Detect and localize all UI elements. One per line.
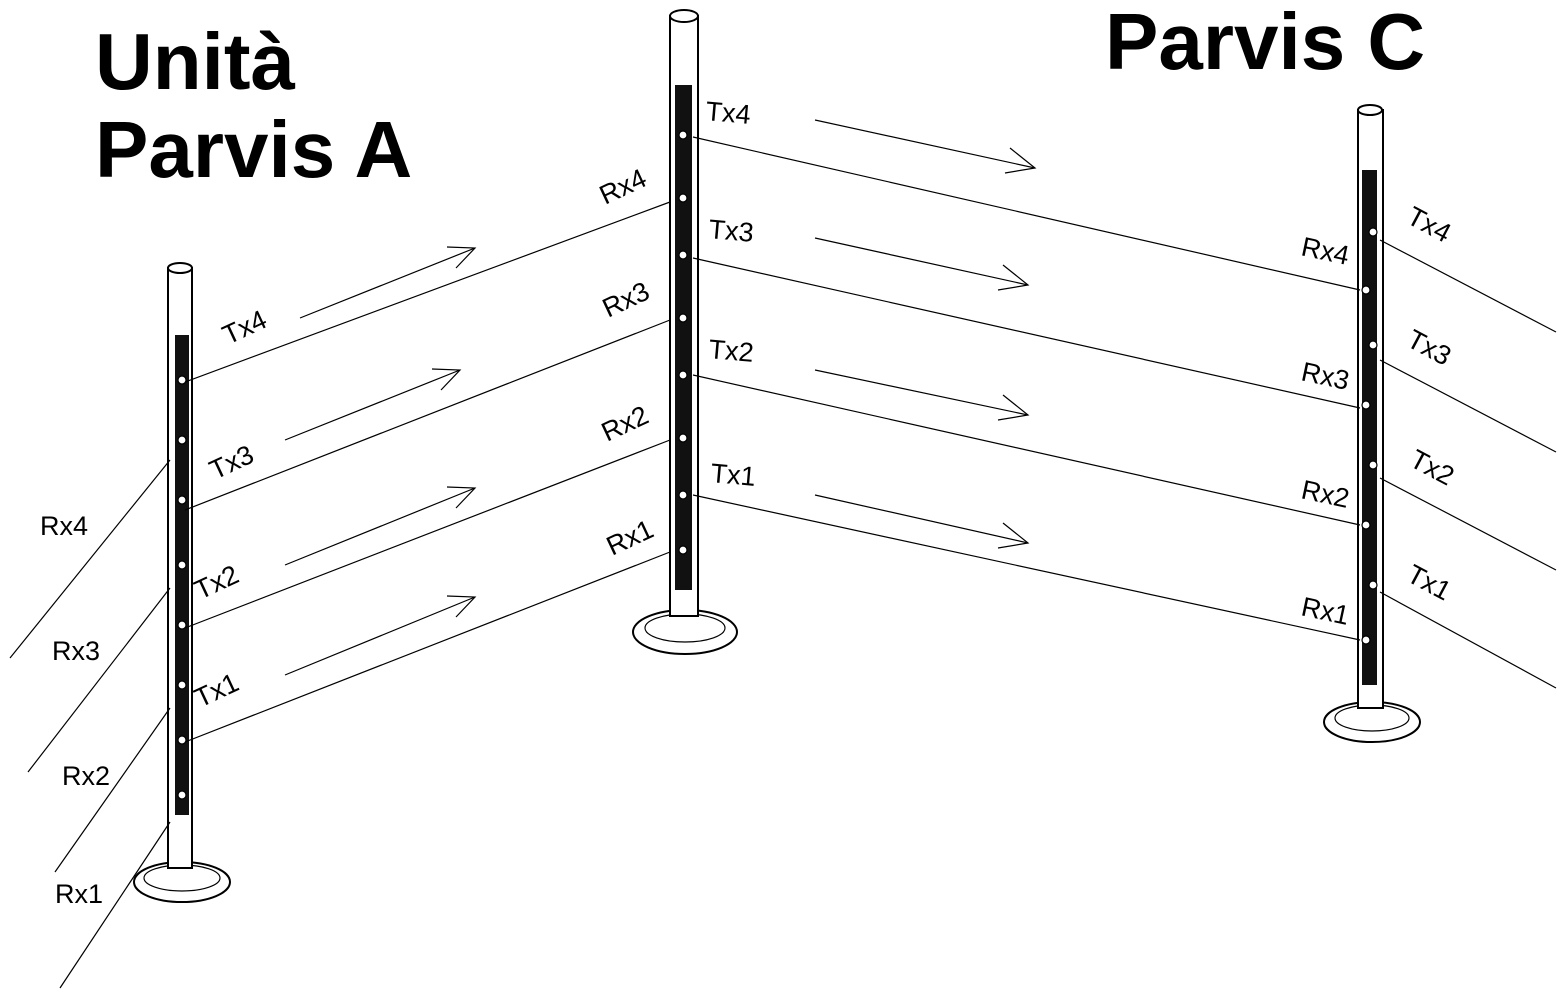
beam-in-a-rx3: [27, 587, 171, 773]
arrow-a-b-1: [299, 246, 477, 319]
arrow-b-c-2: [814, 237, 1030, 291]
post-c-cap: [1357, 104, 1383, 116]
arrows-b-to-c: [814, 119, 1037, 549]
label-b-rx3: Rx3: [598, 276, 654, 323]
label-c-rx4: Rx4: [1299, 232, 1352, 271]
beams-out-of-c: [1379, 239, 1557, 689]
arrow-b-c-4: [814, 494, 1030, 549]
label-c-tx3: Tx3: [1402, 324, 1456, 372]
post-a: [133, 262, 231, 903]
label-c-rx1: Rx1: [1299, 592, 1352, 631]
label-b-tx3: Tx3: [707, 214, 754, 248]
label-a-rx1: Rx1: [55, 879, 103, 909]
label-c-tx1: Tx1: [1402, 559, 1456, 607]
label-c-rx2: Rx2: [1299, 475, 1352, 514]
arrow-b-c-1: [814, 119, 1037, 174]
beam-a-tx3-b-rx3: [184, 319, 671, 511]
unit-a-title-line1: Unità: [95, 17, 295, 106]
beams-into-a: [9, 459, 171, 989]
beam-out-c-tx1: [1379, 591, 1557, 689]
label-a-rx3: Rx3: [52, 636, 100, 666]
beam-a-tx1-b-rx1: [184, 551, 671, 743]
label-b-rx2: Rx2: [597, 400, 653, 447]
unit-a-title-line2: Parvis A: [95, 105, 413, 194]
arrow-a-b-2: [284, 368, 462, 441]
post-a-modules: [177, 375, 187, 800]
beam-b-tx3-c-rx3: [692, 257, 1361, 409]
label-a-tx2: Tx2: [190, 559, 243, 605]
arrow-a-b-4: [284, 595, 477, 676]
beam-in-a-rx4: [9, 459, 171, 659]
beam-out-c-tx3: [1379, 359, 1557, 453]
post-b: [632, 9, 738, 655]
beam-a-tx2-b-rx2: [184, 439, 671, 629]
label-b-tx1: Tx1: [709, 458, 756, 492]
post-b-cap: [669, 9, 699, 23]
beam-out-c-tx2: [1379, 477, 1557, 571]
post-b-slot: [675, 85, 692, 590]
arrow-a-b-3: [284, 486, 477, 566]
label-b-rx1: Rx1: [602, 514, 658, 561]
label-a-rx2: Rx2: [62, 761, 110, 791]
beams-a-to-b: [184, 201, 671, 743]
beam-out-c-tx4: [1379, 239, 1557, 333]
beam-in-a-rx2: [54, 707, 171, 873]
post-b-modules: [678, 130, 688, 555]
arrows-a-to-b: [284, 246, 477, 676]
label-c-tx2: Tx2: [1405, 444, 1459, 492]
label-c-rx3: Rx3: [1299, 357, 1352, 396]
beam-a-tx4-b-rx4: [184, 201, 671, 383]
label-b-rx4: Rx4: [595, 163, 651, 210]
arrow-b-c-3: [814, 369, 1030, 421]
beam-b-tx1-c-rx1: [692, 494, 1361, 641]
beams-b-to-c: [692, 136, 1361, 641]
unit-c-title: Parvis C: [1105, 0, 1426, 86]
label-a-tx4: Tx4: [218, 304, 271, 350]
label-b-tx4: Tx4: [704, 96, 751, 130]
label-a-rx4: Rx4: [40, 511, 88, 541]
post-a-slot: [175, 335, 189, 815]
beam-b-tx4-c-rx4: [692, 136, 1361, 291]
label-c-tx4: Tx4: [1402, 201, 1456, 249]
label-a-tx1: Tx1: [190, 667, 243, 713]
post-c-slot: [1362, 170, 1377, 685]
beam-in-a-rx1: [59, 821, 171, 989]
post-c-modules: [1361, 227, 1378, 645]
label-b-tx2: Tx2: [707, 334, 754, 368]
label-a-tx3: Tx3: [205, 439, 258, 485]
post-c: [1323, 104, 1421, 743]
beam-b-tx2-c-rx2: [692, 374, 1361, 526]
post-a-cap: [167, 262, 193, 274]
